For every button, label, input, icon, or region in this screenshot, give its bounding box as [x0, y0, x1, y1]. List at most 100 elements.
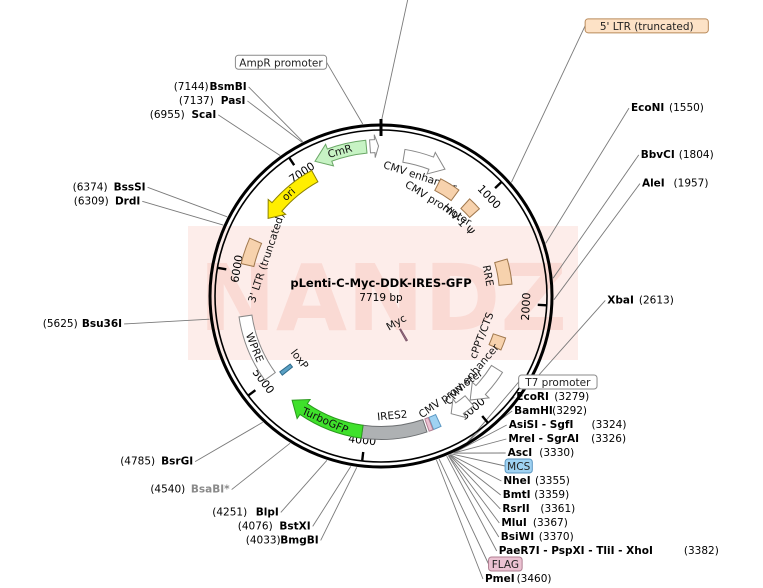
site-bsssi-position: (6374) [73, 181, 108, 193]
site-bsu36i-position: (5625) [43, 318, 78, 330]
site-mlui-leader [448, 454, 500, 524]
site-pasi: PasI(7137) [179, 95, 246, 107]
feature-segment [424, 416, 434, 432]
site-bamhi-name: BamHI [514, 405, 553, 417]
site-mrei-sgrai-position: (3326) [591, 433, 626, 445]
tick-label: 2000 [519, 292, 534, 321]
site-nhei-name: NheI [503, 475, 530, 487]
feature-wpre [238, 314, 277, 381]
plasmid-length: 7719 bp [359, 292, 403, 304]
site-pasi-leader [247, 100, 303, 143]
feature-ires2-label: IRES2 [377, 409, 408, 424]
site-ecori-position: (3279) [554, 391, 589, 403]
site-alei: AleI (1957) [642, 178, 709, 190]
site-ecori: EcoRI(3279) [516, 391, 589, 403]
site-bbvci-position: (1804) [679, 149, 714, 161]
label-flag-leader [438, 458, 489, 565]
site-bmgbi-name: BmgBI [280, 534, 318, 546]
site-alei-position: (1957) [674, 178, 709, 190]
label-5-ltr-truncated-leader [511, 25, 586, 183]
site-asci-position: (3330) [539, 447, 574, 459]
tick-mark [481, 415, 489, 424]
site-rsrii-position: (3361) [540, 503, 575, 515]
feature-rre-label: RRE [480, 264, 496, 287]
site-asci: AscI (3330) [508, 447, 575, 459]
site-alei-leader [553, 183, 641, 300]
site-bsu36i-name: Bsu36I [82, 318, 122, 330]
label-ampr-promoter-leader [326, 62, 364, 125]
site-mlui-position: (3367) [533, 517, 568, 529]
site-paer7i-pspxi-tlii-xhoi: PaeR7I - PspXI - TliI - XhoI(3382) [499, 545, 719, 557]
site-alei-name: AleI [642, 178, 665, 190]
site-bmti-leader [449, 454, 501, 496]
feature-myc [399, 328, 409, 342]
site-bamhi: BamHI(3292) [514, 405, 587, 417]
site-bsmbi: BsmBI(7144) [174, 81, 247, 93]
label-ampr-promoter-box [234, 54, 328, 70]
site-nhei: NheI(3355) [503, 475, 570, 487]
site-pmei: PmeI(3460) [485, 573, 552, 585]
feature-cmv-enhancer [402, 148, 446, 175]
site-pasi-name: PasI [221, 95, 246, 107]
site-bsmbi-leader [248, 86, 304, 142]
site-bsabi-name: BsaBI* [191, 484, 230, 496]
site-mrei-sgrai-leader [453, 438, 507, 454]
site-bsssi-leader [147, 186, 228, 218]
feature-cmv-promoter [450, 395, 475, 419]
site-xbai: XbaI(2613) [607, 294, 674, 306]
site-bmgbi-position: (4033) [246, 534, 281, 546]
site-bmti-name: BmtI [503, 489, 531, 501]
tick-mark [494, 181, 503, 189]
site-mrei-sgrai-name: MreI - SgrAI [508, 433, 579, 445]
site-bsrgi: BsrGI (4785) [120, 456, 193, 468]
label-mcs-text: MCS [507, 461, 530, 473]
site-bsrgi-name: BsrGI [161, 456, 193, 468]
label-t7-promoter-text: T7 promoter [524, 377, 591, 389]
site-rsrii-leader [449, 454, 501, 510]
site-drdi-position: (6309) [74, 195, 109, 207]
site-paer7i-pspxi-tlii-xhoi-leader [446, 455, 498, 552]
label-5-ltr-truncated: 5' LTR (truncated) [584, 18, 709, 34]
feature-loxp [279, 363, 294, 376]
site-bsmbi-name: BsmBI [210, 81, 247, 93]
site-sgrdi-leader [380, 0, 409, 124]
plasmid-name: pLenti-C-Myc-DDK-IRES-GFP [290, 276, 471, 290]
site-rsrii-name: RsrII [502, 503, 529, 515]
site-econi: EcoNI(1550) [631, 102, 704, 114]
site-bsssi-name: BssSI [114, 181, 146, 193]
site-asisi-sgfi: AsiSI - SgfI(3324) [509, 419, 627, 431]
site-bsu36i-leader [124, 318, 210, 325]
site-blpi-leader [280, 460, 328, 513]
site-asci-name: AscI [508, 447, 533, 459]
site-bsu36i: Bsu36I (5625) [43, 318, 122, 330]
site-bstxi-position: (4076) [238, 520, 273, 532]
tick-mark [537, 303, 547, 307]
label-flag-box [488, 556, 523, 572]
label-mcs-leader [451, 453, 506, 467]
site-scai-name: ScaI [191, 109, 216, 121]
label-5-ltr-truncated-text: 5' LTR (truncated) [600, 21, 694, 33]
site-blpi: BlpI (4251) [212, 506, 279, 518]
site-bsrgi-position: (4785) [120, 456, 155, 468]
label-t7-promoter-box [518, 374, 598, 390]
feature-cmv-promoter [434, 178, 460, 202]
site-bsabi-position: (4540) [150, 484, 185, 496]
site-pmei-leader [435, 459, 484, 580]
site-bstxi-name: BstXI [279, 520, 310, 532]
feature-cmr [314, 139, 368, 167]
site-scai-leader [218, 114, 281, 156]
site-bmgbi: BmgBI(4033) [246, 534, 319, 546]
site-blpi-name: BlpI [256, 506, 279, 518]
site-pmei-position: (3460) [517, 573, 552, 585]
site-blpi-position: (4251) [212, 506, 247, 518]
site-paer7i-pspxi-tlii-xhoi-name: PaeR7I - PspXI - TliI - XhoI [499, 545, 653, 557]
site-bsiwi: BsiWI(3370) [501, 531, 574, 543]
feature-ires2 [360, 418, 428, 440]
site-bstxi-leader [312, 466, 352, 527]
site-bstxi: BstXI (4076) [238, 520, 311, 532]
center-title: pLenti-C-Myc-DDK-IRES-GFP 7719 bp [290, 276, 471, 304]
site-nhei-leader [449, 454, 502, 482]
tick-mark [360, 451, 365, 462]
site-bsiwi-position: (3370) [539, 531, 574, 543]
